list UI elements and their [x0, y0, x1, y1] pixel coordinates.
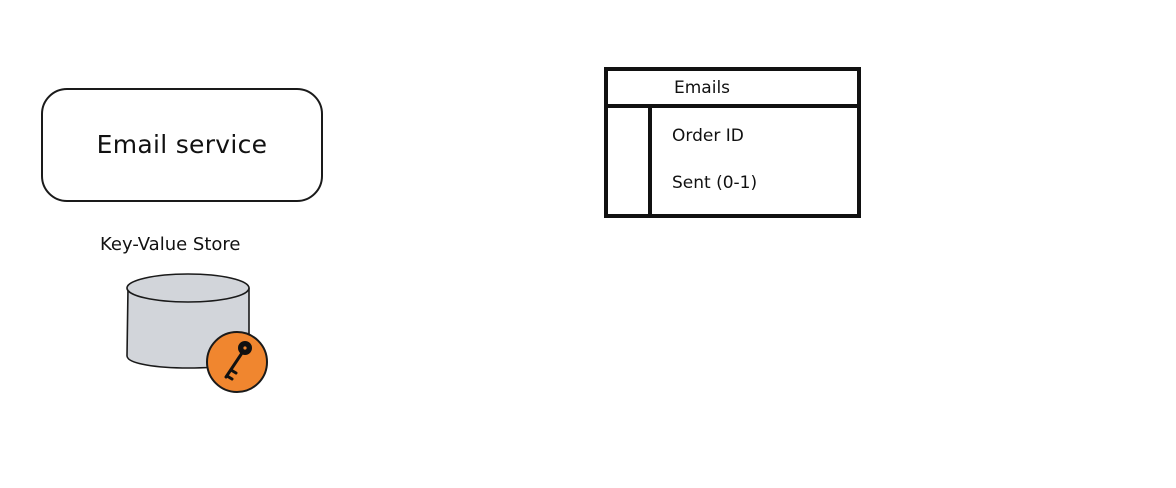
- email-service-label: Email service: [96, 129, 268, 159]
- key-value-store-label: Key-Value Store: [100, 234, 241, 255]
- emails-table-header: Emails: [608, 71, 857, 108]
- emails-field-sent: Sent (0-1): [672, 173, 758, 193]
- emails-table-title: Emails: [674, 78, 731, 98]
- database-key-icon: [126, 273, 268, 393]
- database-cylinder-top: [126, 273, 250, 303]
- emails-table: Emails Order ID Sent (0-1): [604, 67, 861, 218]
- emails-field-order-id: Order ID: [672, 126, 744, 146]
- emails-table-key-column-divider: [648, 108, 652, 214]
- key-icon: [224, 341, 252, 381]
- email-service-box: Email service: [41, 88, 323, 202]
